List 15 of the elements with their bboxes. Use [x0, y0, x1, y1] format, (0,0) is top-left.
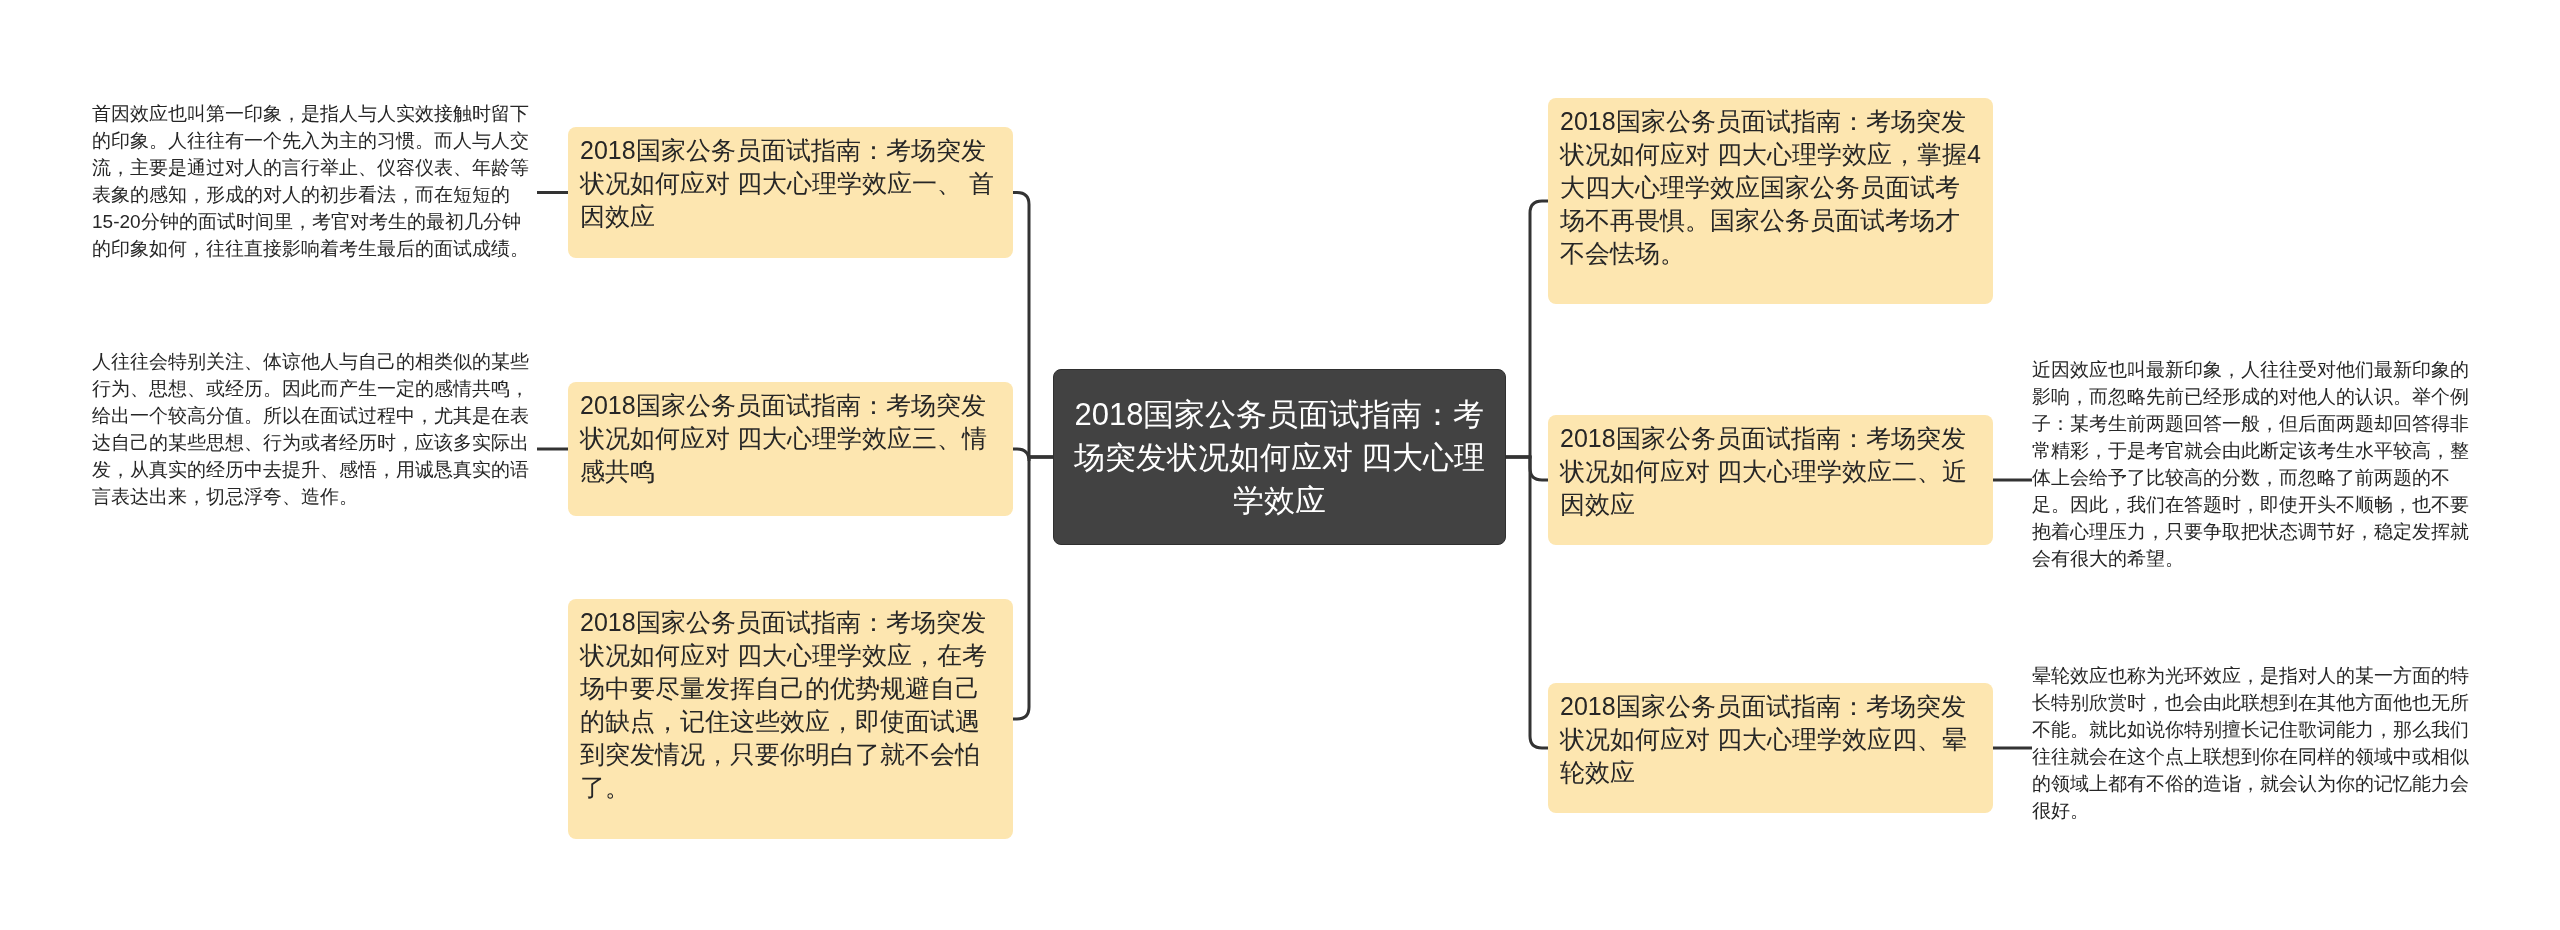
- connector-line: [1993, 478, 2032, 482]
- note-text: 近因效应也叫最新印象，人往往受对他们最新印象的影响，而忽略先前已经形成的对他人的认识。举个例子：某考生前两题回答一般，但后面两题却回答得非常精彩，于是考官就会由此断定该考生水平较高，整体上会给予了比较高的分数，而忽略了前两题的不足。因此，我们在答题时，即使开头不顺畅，也不要抱着心理压力，只要争取把状态调节好，稳定发挥就会有很大的希望。: [2032, 356, 2477, 636]
- topic-box: 2018国家公务员面试指南：考场突发状况如何应对 四大心理学效应，在考场中要尽量发挥自己的优势规避自己的缺点，记住这些效应，即使面试遇到突发情况，只要你明白了就不会怕了。: [568, 599, 1013, 839]
- note-text: 人往往会特别关注、体谅他人与自己的相类似的某些行为、思想、或经历。因此而产生一定的感情共鸣，给出一个较高分值。所以在面试过程中，尤其是在表达自己的某些思想、行为或者经历时，应该多实际出发，从真实的经历中去提升、感悟，用诚恳真实的语言表达出来，切忌浮夸、造作。: [92, 348, 537, 543]
- note-text: 晕轮效应也称为光环效应，是指对人的某一方面的特长特别欣赏时，也会由此联想到在其他方面他也无所不能。就比如说你特别擅长记住歌词能力，那么我们往往就会在这个点上联想到你在同样的领域中或相似的领域上都有不俗的造诣，就会认为你的记忆能力会很好。: [2032, 662, 2477, 837]
- topic-box: 2018国家公务员面试指南：考场突发状况如何应对 四大心理学效应，掌握4大四大心理学效应国家公务员面试考场不再畏惧。国家公务员面试考场才不会怯场。: [1548, 98, 1993, 304]
- connector-line: [1993, 746, 2032, 750]
- connector-line: [537, 447, 568, 451]
- connector-line: [537, 191, 568, 194]
- topic-box: 2018国家公务员面试指南：考场突发状况如何应对 四大心理学效应一、 首因效应: [568, 127, 1013, 258]
- topic-box: 2018国家公务员面试指南：考场突发状况如何应对 四大心理学效应四、晕轮效应: [1548, 683, 1993, 813]
- central-topic-box: 2018国家公务员面试指南：考场突发状况如何应对 四大心理学效应: [1053, 369, 1506, 545]
- note-text: 首因效应也叫第一印象，是指人与人实效接触时留下的印象。人往往有一个先入为主的习惯。而人与人交流，主要是通过对人的言行举止、仪容仪表、年龄等表象的感知，形成的对人的初步看法，而在短短的15-20分钟的面试时间里，考官对考生的最初几分钟的印象如何，往往直接影响着考生最后的面试成绩。: [92, 100, 537, 295]
- topic-box: 2018国家公务员面试指南：考场突发状况如何应对 四大心理学效应三、情感共鸣: [568, 382, 1013, 516]
- topic-box: 2018国家公务员面试指南：考场突发状况如何应对 四大心理学效应二、近因效应: [1548, 415, 1993, 545]
